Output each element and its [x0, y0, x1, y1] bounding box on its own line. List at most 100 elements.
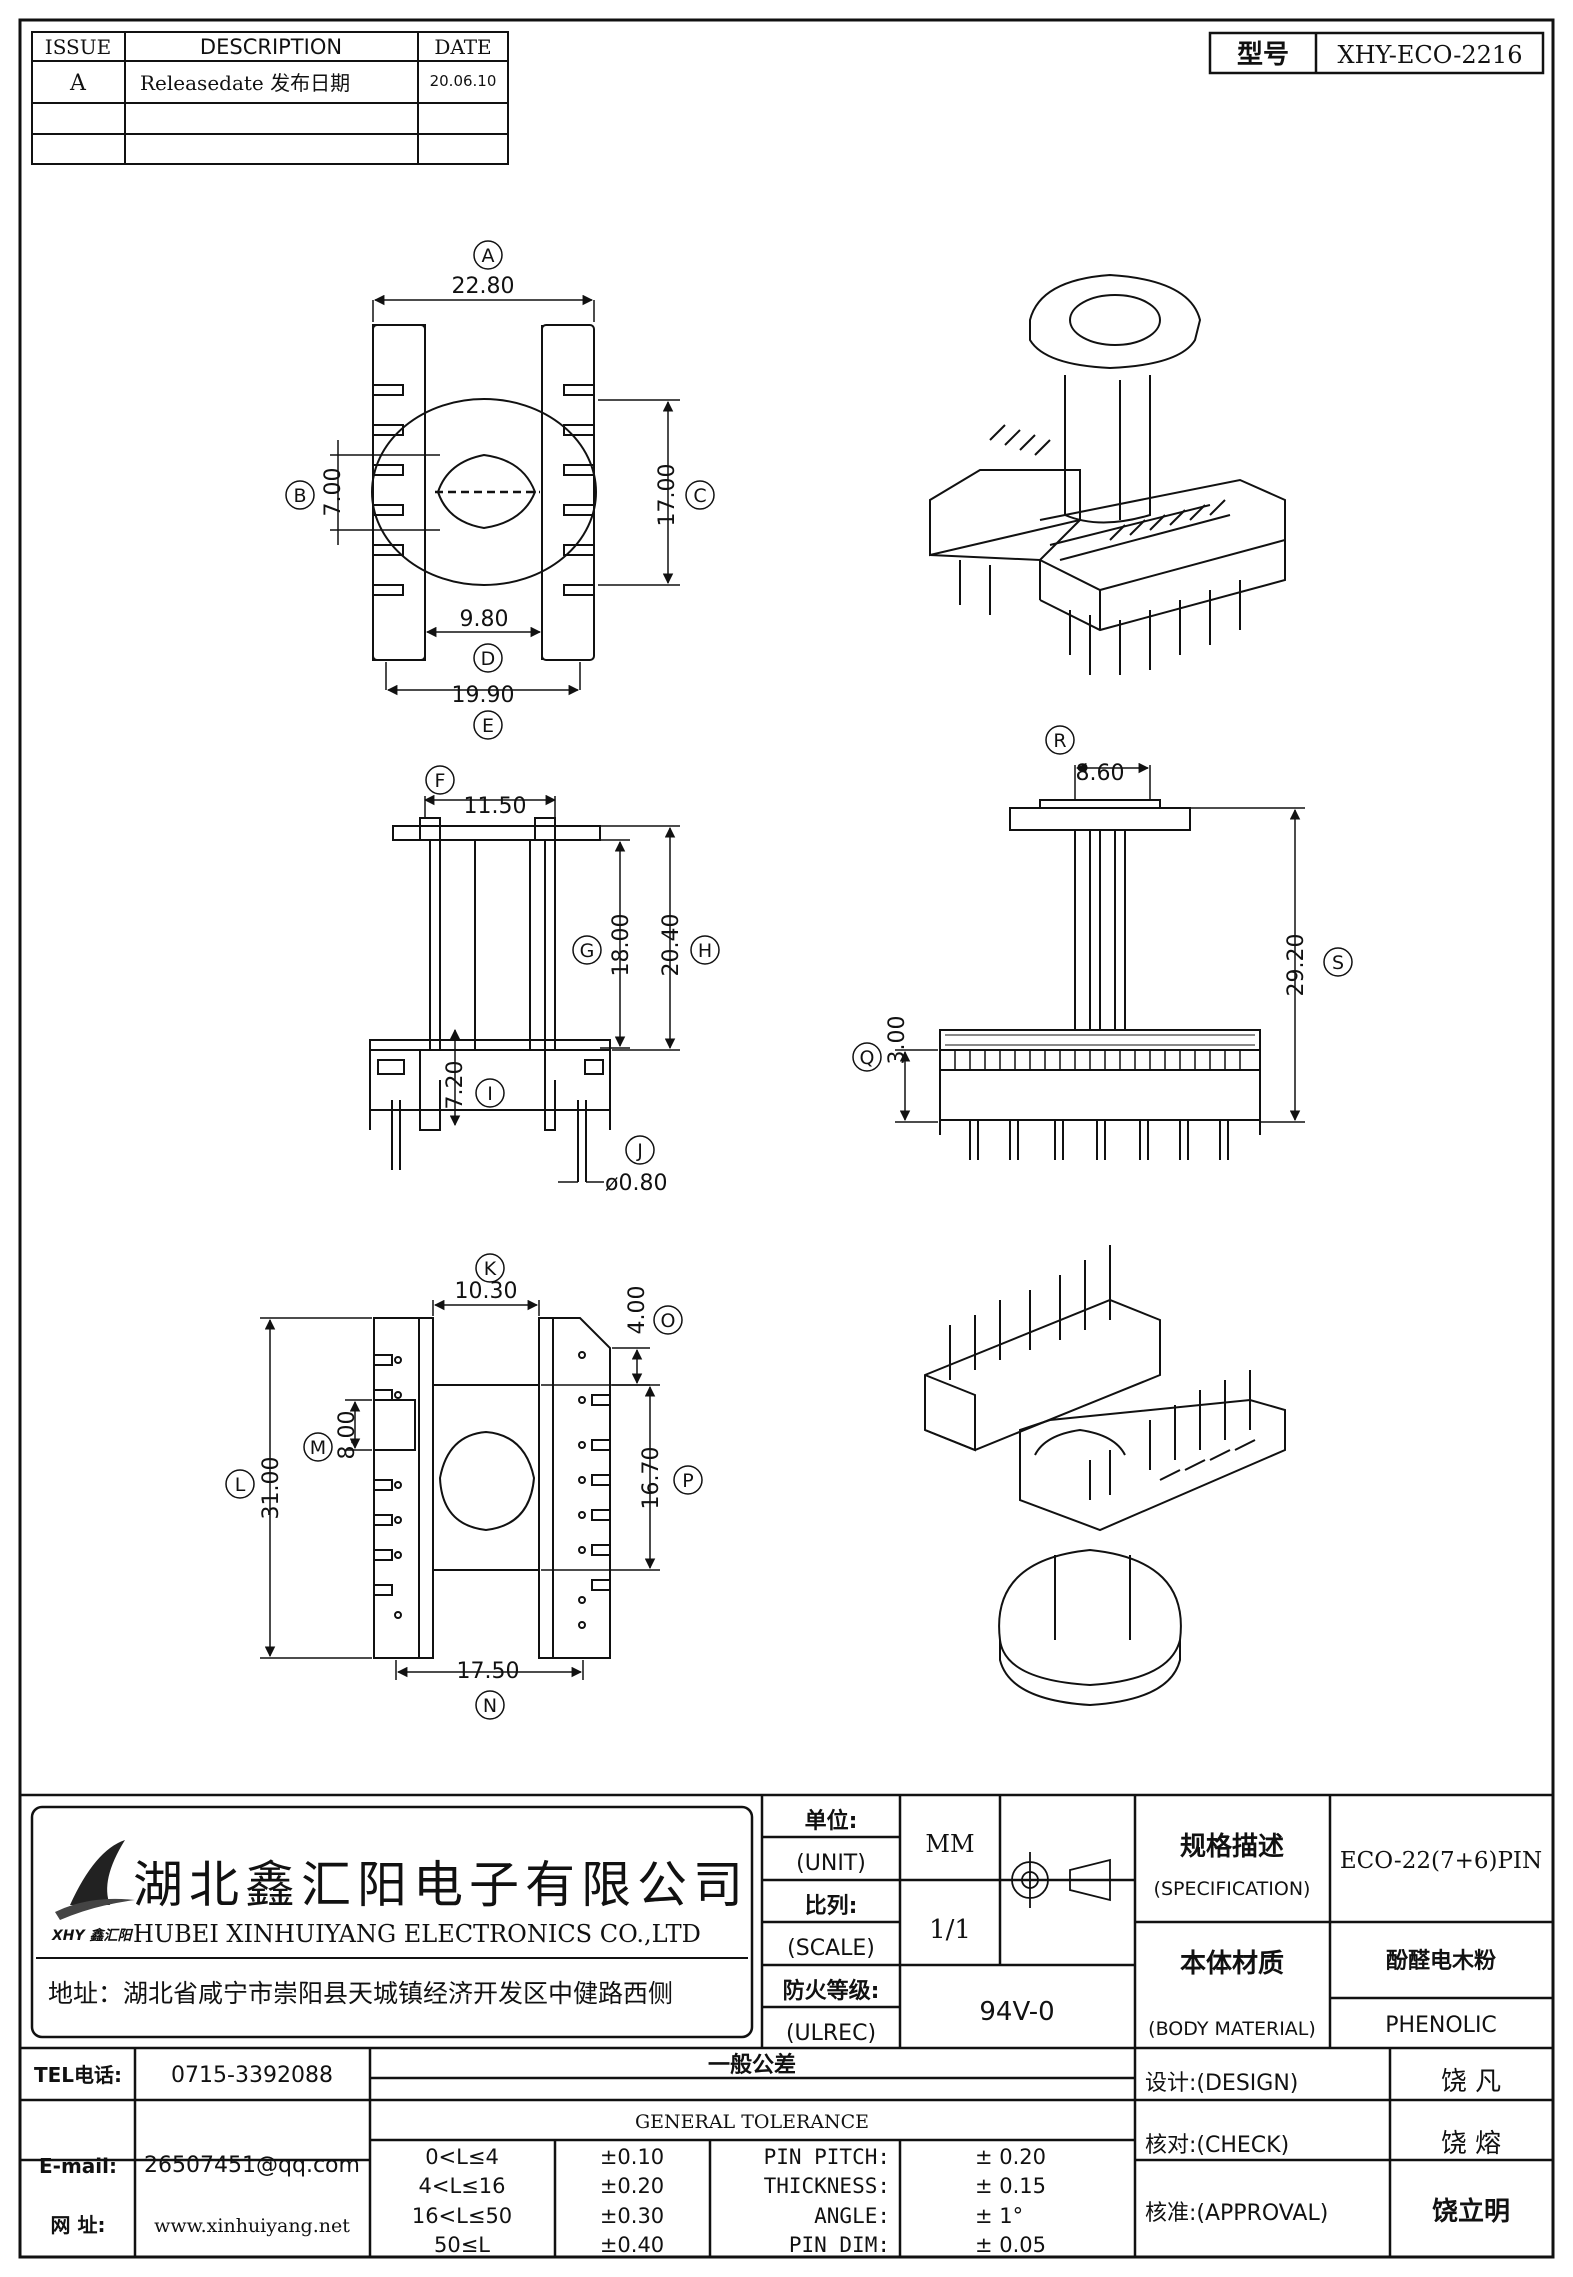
approval-label-approve: 核准:(APPROVAL): [1145, 2201, 1328, 2226]
approval-label-check: 核对:(CHECK): [1145, 2133, 1289, 2158]
marker-H: H: [690, 935, 720, 965]
rev-header-issue: ISSUE: [45, 35, 111, 59]
model-number: XHY-ECO-2216: [1338, 41, 1523, 69]
approval-name-check: 饶 熔: [1441, 2129, 1501, 2159]
marker-N: N: [475, 1690, 505, 1720]
dim-I: 7.20: [443, 1061, 468, 1110]
top-view: [371, 324, 597, 661]
dim-G: 18.00: [609, 914, 634, 977]
dim-L: 31.00: [259, 1457, 284, 1520]
company-logo: XHY 鑫汇阳: [51, 1840, 135, 1944]
tol-value-4: ±0.40: [600, 2233, 664, 2257]
rev-row-description: Releasedate 发布日期: [140, 71, 350, 95]
model-box: [1208, 31, 1545, 75]
tol-item-value-2: ± 0.15: [975, 2174, 1046, 2198]
tol-item-3: ANGLE:: [814, 2204, 890, 2228]
front-view-dimensions: [423, 794, 680, 1183]
rev-row-date: 20.06.10: [430, 72, 497, 90]
dim-O: 4.00: [625, 1286, 650, 1335]
svg-text:S: S: [1332, 952, 1344, 974]
tol-range-1: 0<L≤4: [425, 2145, 499, 2169]
marker-B: B: [285, 480, 315, 510]
svg-text:R: R: [1053, 730, 1066, 752]
dim-B: 7.00: [321, 468, 346, 517]
dim-D: 9.80: [460, 607, 509, 632]
svg-text:O: O: [661, 1310, 676, 1332]
dim-J: ø0.80: [605, 1171, 667, 1196]
marker-C: C: [685, 480, 715, 510]
marker-A: A: [473, 240, 503, 270]
isometric-view-bottom: [924, 1245, 1286, 1707]
svg-text:F: F: [435, 770, 446, 792]
revision-table: [31, 31, 509, 165]
tel-label: TEL电话:: [34, 2063, 122, 2087]
svg-text:J: J: [636, 1140, 643, 1162]
tel-value: 0715-3392088: [171, 2063, 333, 2088]
spec-label-cn: 规格描述: [1180, 1831, 1284, 1862]
svg-text:XHY 鑫汇阳: XHY 鑫汇阳: [51, 1927, 134, 1944]
tol-item-1: PIN PITCH:: [764, 2145, 890, 2169]
top-view-dimensions: [330, 294, 680, 696]
tol-item-value-3: ± 1°: [975, 2204, 1023, 2228]
fire-label-en: (ULREC): [786, 2021, 876, 2046]
approval-name-design: 饶 凡: [1441, 2067, 1501, 2097]
projection-symbol-icon: [1002, 1852, 1111, 1908]
tolerance-title-cn: 一般公差: [708, 2052, 796, 2078]
svg-text:M: M: [310, 1437, 326, 1459]
tolerance-title-en: GENERAL TOLERANCE: [635, 2111, 869, 2133]
tol-value-2: ±0.20: [600, 2174, 664, 2198]
approval-label-design: 设计:(DESIGN): [1145, 2071, 1298, 2096]
fire-label-cn: 防火等级:: [783, 1978, 880, 2004]
material-label-cn: 本体材质: [1180, 1949, 1284, 1979]
tol-item-value-1: ± 0.20: [975, 2145, 1046, 2169]
sheet-border: [18, 18, 1555, 2259]
web-label: 网 址:: [51, 2213, 106, 2237]
dim-E: 19.90: [452, 683, 515, 708]
marker-S: S: [1323, 947, 1353, 977]
marker-Q: Q: [852, 1042, 882, 1072]
scale-label-en: (SCALE): [787, 1936, 875, 1961]
material-label-en: (BODY MATERIAL): [1148, 2018, 1316, 2040]
spec-value: ECO-22(7+6)PIN: [1340, 1848, 1542, 1874]
dim-A: 22.80: [452, 274, 515, 299]
approval-name-approve: 饶立明: [1432, 2196, 1510, 2227]
svg-text:P: P: [682, 1470, 693, 1492]
dim-R: 8.60: [1076, 761, 1125, 786]
svg-text:C: C: [693, 485, 706, 507]
marker-P: P: [673, 1465, 703, 1495]
front-view: [369, 817, 611, 1182]
fire-value: 94V-0: [979, 1997, 1054, 2027]
dim-C: 17.00: [655, 464, 680, 527]
tol-value-3: ±0.30: [600, 2204, 664, 2228]
dim-K: 10.30: [455, 1279, 518, 1304]
svg-text:I: I: [487, 1083, 493, 1105]
tol-item-4: PIN DIM:: [789, 2233, 890, 2257]
dim-H: 20.40: [659, 914, 684, 977]
bottom-view: [373, 1317, 611, 1659]
svg-text:Q: Q: [860, 1047, 875, 1069]
tol-item-value-4: ± 0.05: [975, 2233, 1046, 2257]
svg-text:D: D: [481, 648, 496, 670]
scale-value: 1/1: [929, 1915, 971, 1945]
company-address: 地址：湖北省咸宁市崇阳县天城镇经济开发区中健路西侧: [48, 1979, 673, 2008]
scale-label-cn: 比列:: [805, 1894, 858, 1919]
marker-G: G: [572, 935, 602, 965]
company-name-cn: 湖北鑫汇阳电子有限公司: [133, 1856, 749, 1914]
svg-text:G: G: [580, 940, 595, 962]
svg-text:N: N: [483, 1695, 497, 1717]
dim-Q: 3.00: [885, 1016, 910, 1065]
rev-header-description: DESCRIPTION: [200, 35, 342, 59]
model-label: 型号: [1237, 40, 1289, 70]
company-name-en: HUBEI XINHUIYANG ELECTRONICS CO.,LTD: [133, 1920, 701, 1948]
marker-K: K: [475, 1253, 505, 1283]
tol-value-1: ±0.10: [600, 2145, 664, 2169]
tol-item-2: THICKNESS:: [764, 2174, 890, 2198]
dim-S: 29.20: [1284, 934, 1309, 997]
marker-D: D: [473, 643, 503, 673]
unit-label-en: (UNIT): [796, 1851, 866, 1876]
marker-I: I: [475, 1078, 505, 1108]
unit-label-cn: 单位:: [805, 1808, 858, 1834]
svg-text:L: L: [235, 1474, 246, 1496]
svg-text:H: H: [698, 940, 712, 962]
